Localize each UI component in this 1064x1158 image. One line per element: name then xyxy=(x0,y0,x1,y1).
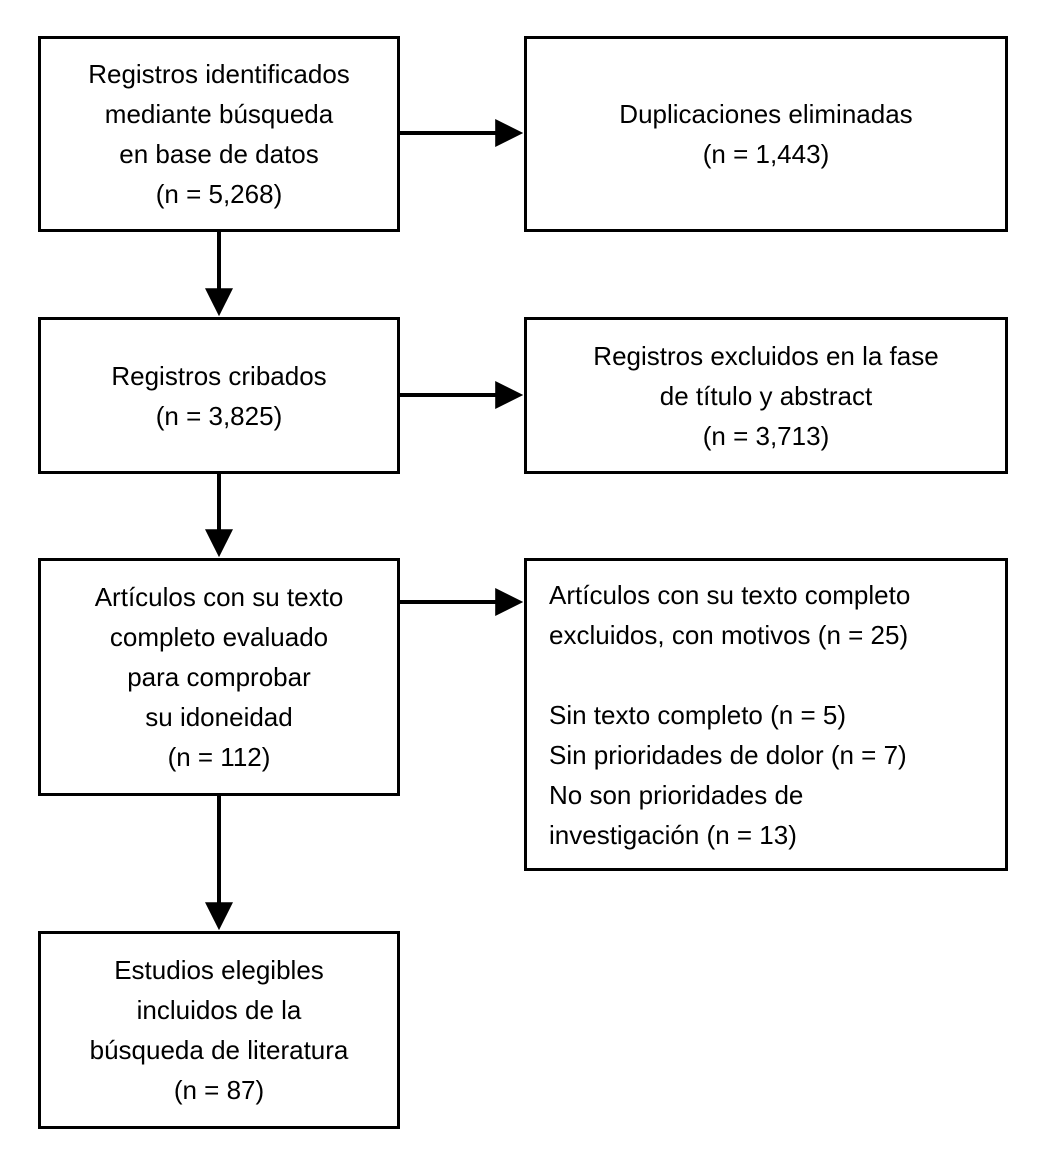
box-text-line: completo evaluado xyxy=(109,622,329,652)
box-count-line: (n = 1,443) xyxy=(702,139,830,169)
box-text-line: para comprobar xyxy=(127,662,311,692)
box-text-line: Artículos con su texto completo xyxy=(549,579,911,610)
box-records-identified: Registros identificados mediante búsqued… xyxy=(38,36,400,232)
box-text-line: Registros excluidos en la fase xyxy=(593,340,939,371)
box-studies-included: Estudios elegibles incluidos de la búsqu… xyxy=(38,931,400,1129)
box-count-line: (n = 112) xyxy=(167,742,271,772)
box-fulltext-excluded: Artículos con su texto completo excluido… xyxy=(524,558,1008,871)
box-text-line: búsqueda de literatura xyxy=(89,1035,349,1065)
box-count-line: (n = 5,268) xyxy=(155,179,283,209)
box-fulltext-assessed: Artículos con su texto completo evaluado… xyxy=(38,558,400,796)
box-text-line: Registros cribados xyxy=(111,360,327,391)
box-text-line: Registros identificados xyxy=(88,59,350,89)
box-text-line: Artículos con su texto xyxy=(94,582,344,612)
box-excluded-title-abstract: Registros excluidos en la fase de título… xyxy=(524,317,1008,474)
box-count-line: (n = 87) xyxy=(173,1075,265,1105)
box-count-line: (n = 3,825) xyxy=(155,400,283,431)
box-text-line: su idoneidad xyxy=(145,702,293,732)
box-text-line: excluidos, con motivos (n = 25) xyxy=(549,619,909,650)
box-reason-line: investigación (n = 13) xyxy=(549,819,797,850)
box-duplicates-removed: Duplicaciones eliminadas (n = 1,443) xyxy=(524,36,1008,232)
box-text-line: Estudios elegibles xyxy=(114,955,324,985)
box-text-line: de título y abstract xyxy=(659,380,873,411)
box-text-line: en base de datos xyxy=(119,139,319,169)
box-count-line: (n = 3,713) xyxy=(702,420,830,451)
box-text-line: mediante búsqueda xyxy=(104,99,334,129)
box-reason-line: Sin prioridades de dolor (n = 7) xyxy=(549,739,907,770)
box-reason-line: No son prioridades de xyxy=(549,779,804,810)
box-text-line: incluidos de la xyxy=(136,995,302,1025)
box-reason-line: Sin texto completo (n = 5) xyxy=(549,699,846,730)
box-text-line: Duplicaciones eliminadas xyxy=(619,99,913,129)
box-records-screened: Registros cribados (n = 3,825) xyxy=(38,317,400,474)
